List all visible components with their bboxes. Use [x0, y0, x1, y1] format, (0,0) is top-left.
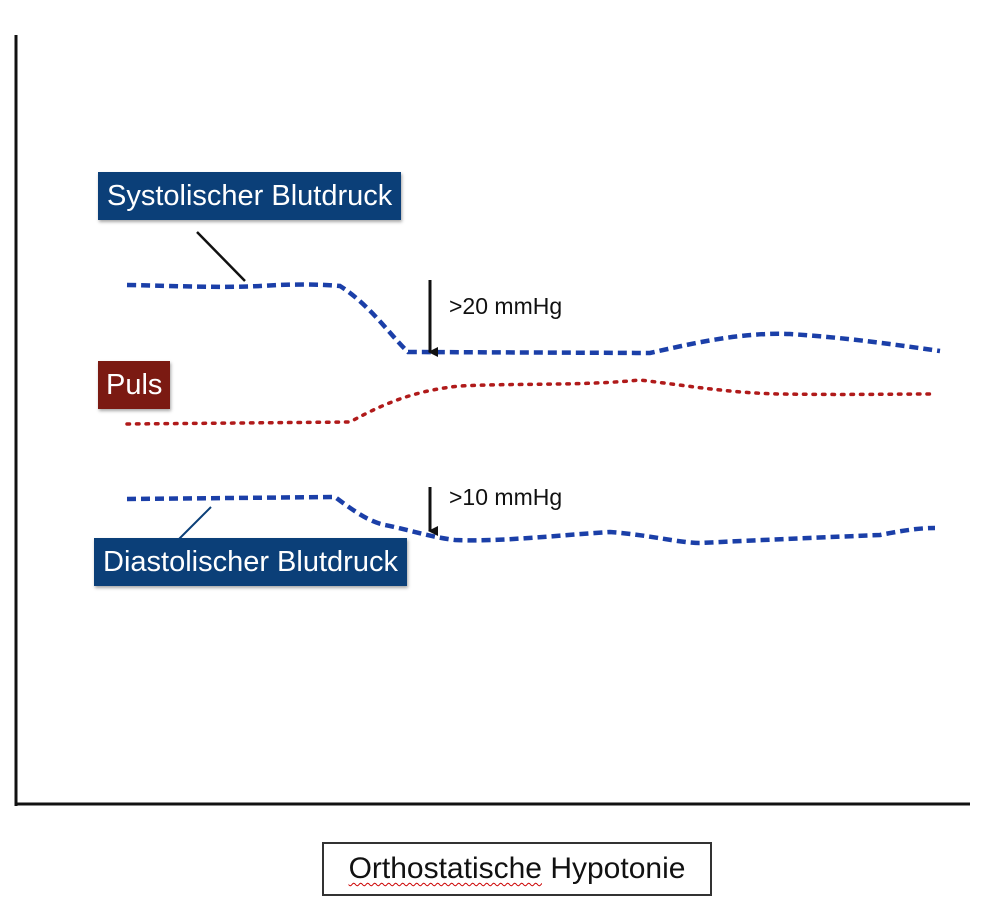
pulse-curve: [125, 378, 932, 426]
systolic-drop-annotation: >20 mmHg: [449, 293, 563, 319]
title-word-2: Hypotonie: [550, 852, 686, 885]
title-word-1: Orthostatische: [348, 852, 542, 885]
diastolic-curve: [126, 494, 936, 546]
diastolic-drop-annotation: >10 mmHg: [449, 484, 563, 510]
systolic-leader-line: [196, 231, 246, 282]
diastolic-label: Diastolischer Blutdruck: [94, 538, 407, 586]
pulse-label: Puls: [98, 361, 171, 409]
systolic-curve: [126, 282, 941, 356]
systolic-label: Systolischer Blutdruck: [98, 172, 402, 220]
diagram-title: Orthostatische Hypotonie: [322, 842, 712, 896]
